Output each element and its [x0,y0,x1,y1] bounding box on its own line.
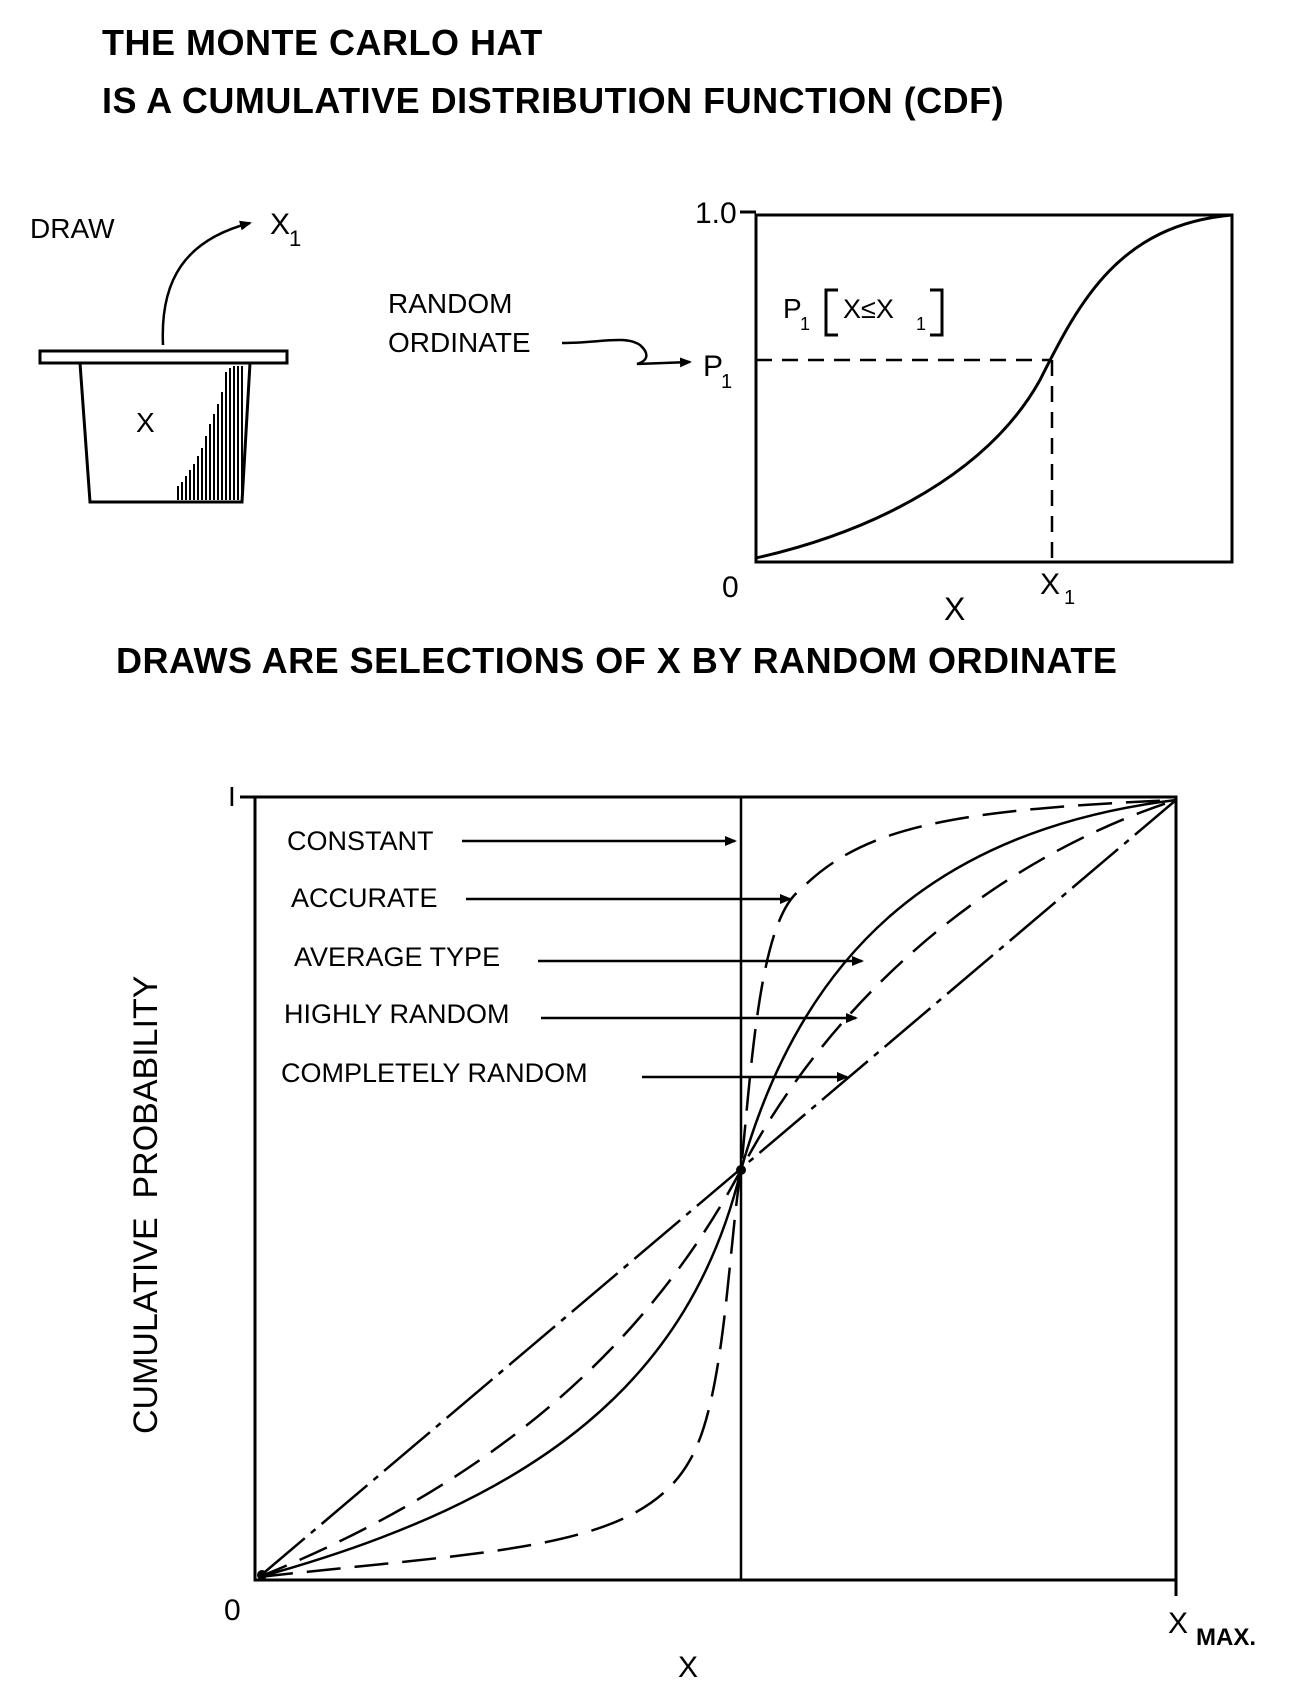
family-y-axis-label: CUMULATIVE PROBABILITY [127,976,165,1434]
cdf-x1-sub: 1 [1064,587,1075,609]
cdf-x-label: X [944,591,965,627]
prob-expr-body: X≤X [843,294,894,324]
label-accurate: ACCURATE [291,883,438,913]
label-average-type: AVERAGE TYPE [294,942,500,972]
hat-content-x: X [136,407,155,438]
family-frame [253,795,1178,1582]
cdf-y-bottom: 0 [722,571,739,604]
prob-expr-right-bracket [930,288,944,337]
prob-expr-p-sub: 1 [800,314,810,334]
title-line-2: IS A CUMULATIVE DISTRIBUTION FUNCTION (C… [102,80,1005,121]
curve-completely-random [258,799,1177,1578]
p1-sub: 1 [721,371,732,393]
hat-brim [38,349,289,365]
prob-expr-left-bracket [824,288,838,337]
monte-carlo-hat: DRAW X 1 X [30,208,301,504]
draw-target-sub: 1 [289,226,301,251]
title-line-1: THE MONTE CARLO HAT [102,22,543,63]
family-origin: 0 [224,1594,241,1627]
hat-crown [78,362,252,504]
family-xmax-x: X [1168,1607,1188,1640]
prob-expr-body-sub: 1 [916,314,926,334]
origin-point [257,1570,267,1580]
subtitle: DRAWS ARE SELECTIONS OF X BY RANDOM ORDI… [116,640,1118,681]
random-ordinate-line-1: RANDOM [388,288,512,319]
draw-label: DRAW [30,213,115,244]
random-ordinate-arrow [561,338,692,368]
cdf-x1-mark: X [1040,568,1060,601]
label-highly-random: HIGHLY RANDOM [284,999,510,1029]
cdf-frame [754,213,1234,564]
draw-target-x: X [270,208,290,241]
pivot-point [736,1165,746,1175]
label-constant: CONSTANT [287,826,434,856]
random-ordinate-line-2: ORDINATE [388,327,531,358]
label-completely-random: COMPLETELY RANDOM [281,1058,588,1088]
family-xmax-suffix: MAX. [1196,1624,1256,1651]
cdf-y-top: 1.0 [695,197,737,230]
p1-label: P [703,350,723,383]
family-y-top: I [228,781,236,812]
family-x-label: X [678,1651,698,1684]
cdf-family-chart: CONSTANT ACCURATE AVERAGE TYPE HIGHLY RA… [127,781,1256,1684]
cdf-curve [755,213,1233,560]
hat-hatching [177,366,243,500]
prob-expr-p: P [783,293,802,324]
cdf-chart: RANDOM ORDINATE P 1 1.0 0 X X 1 P 1 X≤X … [388,197,1234,627]
draw-arrow [161,220,252,346]
